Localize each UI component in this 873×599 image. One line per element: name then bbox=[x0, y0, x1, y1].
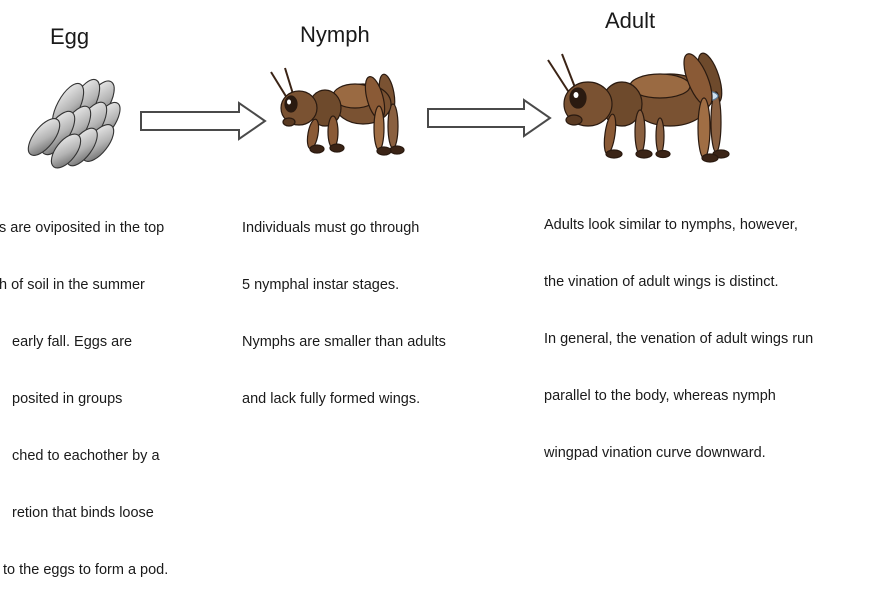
nymph-description-line: 5 nymphal instar stages. bbox=[242, 276, 446, 295]
egg-description-line: s are oviposited in the top bbox=[0, 219, 168, 238]
adult-description-line: In general, the venation of adult wings … bbox=[544, 330, 813, 349]
adult-title: Adult bbox=[605, 8, 655, 34]
egg-description-line: retion that binds loose bbox=[0, 504, 168, 523]
egg-description-line: to the eggs to form a pod. bbox=[0, 561, 168, 580]
nymph-description-line: and lack fully formed wings. bbox=[242, 390, 446, 409]
adult-description-line: parallel to the body, whereas nymph bbox=[544, 387, 813, 406]
egg-description-line: h of soil in the summer bbox=[0, 276, 168, 295]
right-arrow-icon bbox=[424, 97, 554, 139]
egg-pod-icon bbox=[0, 75, 135, 170]
adult-description-line: the vination of adult wings is distinct. bbox=[544, 273, 813, 292]
egg-title: Egg bbox=[50, 24, 89, 50]
nymph-title: Nymph bbox=[300, 22, 370, 48]
adult-cricket-icon bbox=[540, 38, 755, 173]
adult-description-line: wingpad vination curve downward. bbox=[544, 444, 813, 463]
adult-description-line: Adults look similar to nymphs, however, bbox=[544, 216, 813, 235]
egg-description-line: ched to eachother by a bbox=[0, 447, 168, 466]
nymph-description: Individuals must go through 5 nymphal in… bbox=[242, 181, 446, 428]
right-arrow-icon bbox=[135, 100, 270, 142]
nymph-description-line: Nymphs are smaller than adults bbox=[242, 333, 446, 352]
nymph-cricket-icon bbox=[265, 52, 410, 172]
egg-description-line: posited in groups bbox=[0, 390, 168, 409]
adult-description: Adults look similar to nymphs, however, … bbox=[544, 178, 813, 482]
egg-description-line: early fall. Eggs are bbox=[0, 333, 168, 352]
egg-description: s are oviposited in the top h of soil in… bbox=[0, 181, 168, 599]
nymph-description-line: Individuals must go through bbox=[242, 219, 446, 238]
